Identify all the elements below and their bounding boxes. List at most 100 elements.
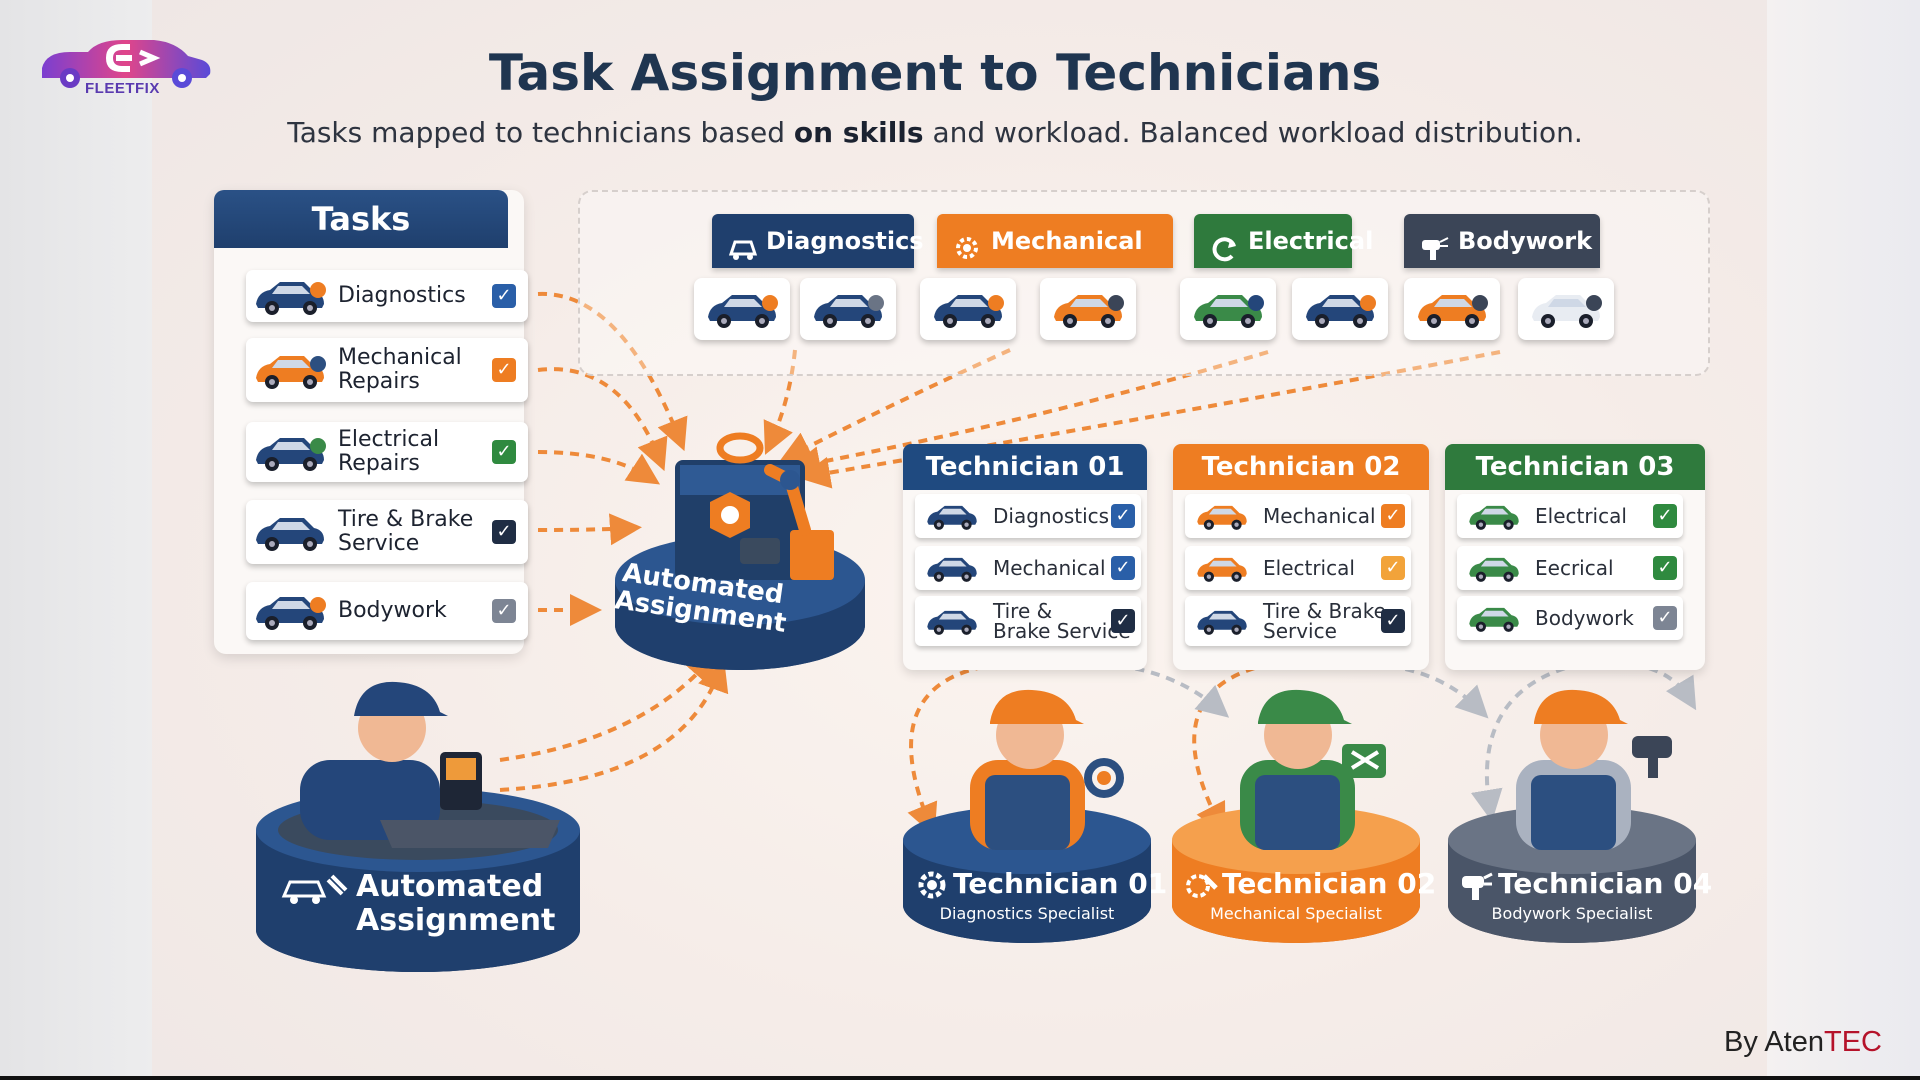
credit-prefix: By Aten <box>1724 1026 1824 1058</box>
car-icon <box>921 500 983 532</box>
checkbox-checked-icon: ✓ <box>492 284 516 308</box>
automated-podium-label: Automated Assignment <box>281 869 596 938</box>
skill-row: Mechanical✓ <box>1185 494 1411 538</box>
checkbox-checked-icon: ✓ <box>1381 504 1405 528</box>
car-icon <box>1191 500 1253 532</box>
fleetfix-logo <box>42 40 211 88</box>
subtitle-bold: on skills <box>793 116 924 149</box>
skill-label-line2: Service <box>1263 619 1337 643</box>
skill-label-line1: Eecrical <box>1535 556 1614 580</box>
gear-wrench-icon <box>1184 868 1218 902</box>
car-icon <box>1191 605 1253 637</box>
car-tile <box>1180 278 1276 340</box>
skill-row: Tire &Brake Service✓ <box>915 596 1141 646</box>
car-icon <box>1302 287 1378 331</box>
technician-header: Technician 01 <box>903 444 1147 490</box>
skill-label-line1: Electrical <box>1535 504 1627 528</box>
checkbox-checked-icon: ✓ <box>1653 606 1677 630</box>
technician-header: Technician 02 <box>1173 444 1429 490</box>
skill-label: Diagnostics <box>993 506 1109 526</box>
car-icon <box>1414 287 1490 331</box>
category-header-diagnostics: Diagnostics <box>712 214 924 268</box>
task-label: Bodywork <box>338 599 447 623</box>
checkbox-checked-icon: ✓ <box>492 440 516 464</box>
skill-label: Mechanical <box>993 558 1106 578</box>
logo-text: FLEETFIX <box>85 80 160 97</box>
spray-gun-icon <box>1420 227 1450 260</box>
technician-podium-title: Technician 01 <box>953 867 1168 900</box>
technician-podium-title: Technician 04 <box>1498 867 1713 900</box>
task-label-line2: Repairs <box>338 369 420 394</box>
checkbox-checked-icon: ✓ <box>492 358 516 382</box>
credit-text: By AtenTEC <box>1724 1026 1882 1059</box>
skill-label-line1: Mechanical <box>1263 504 1376 528</box>
checkbox-checked-icon: ✓ <box>1111 556 1135 580</box>
skill-label: Electrical <box>1263 558 1355 578</box>
automated-person <box>300 681 560 848</box>
task-row: Bodywork✓ <box>246 582 528 640</box>
tasks-header: Tasks <box>214 190 508 248</box>
car-icon <box>1463 552 1525 584</box>
checkbox-checked-icon: ✓ <box>1653 556 1677 580</box>
category-label: Diagnostics <box>766 227 924 255</box>
car-wrench-icon <box>281 874 348 904</box>
automated-podium-line2: Assignment <box>356 903 556 938</box>
skill-label-line1: Diagnostics <box>993 504 1110 528</box>
category-header-bodywork: Bodywork <box>1404 214 1600 268</box>
checkbox-checked-icon: ✓ <box>492 520 516 544</box>
category-label: Bodywork <box>1458 227 1593 255</box>
category-header-electrical: Electrical <box>1194 214 1373 268</box>
checkbox-checked-icon: ✓ <box>1111 609 1135 633</box>
car-bodywork-icon <box>252 589 328 633</box>
car-icon <box>1528 287 1604 331</box>
tech1-podium <box>903 689 1151 943</box>
tech2-podium <box>1172 689 1420 943</box>
automated-assignment-hub <box>615 432 865 670</box>
task-label-line1: Diagnostics <box>338 283 466 308</box>
skill-row: Electrical✓ <box>1457 494 1683 538</box>
category-label: Electrical <box>1248 227 1374 255</box>
car-electrical-icon <box>252 430 328 474</box>
task-label-line1: Electrical <box>338 427 440 452</box>
car-tile <box>1518 278 1614 340</box>
skill-row: Mechanical✓ <box>915 546 1141 590</box>
car-icon <box>704 287 780 331</box>
skill-label-line1: Mechanical <box>993 556 1106 580</box>
car-icon <box>1191 552 1253 584</box>
car-icon <box>921 552 983 584</box>
car-icon <box>1463 602 1525 634</box>
bottom-border <box>0 1076 1920 1080</box>
gear-icon <box>915 868 949 902</box>
car-icon <box>1050 287 1126 331</box>
car-tile <box>1404 278 1500 340</box>
car-tile <box>800 278 896 340</box>
task-label-line2: Repairs <box>338 451 420 476</box>
automated-podium-line1: Automated <box>356 869 544 904</box>
skill-label-line2: Brake Service <box>993 619 1131 643</box>
task-label-line1: Tire & Brake <box>338 507 474 532</box>
task-label: Diagnostics <box>338 284 466 308</box>
skill-row: Diagnostics✓ <box>915 494 1141 538</box>
skill-label-line1: Electrical <box>1263 556 1355 580</box>
skill-row: Bodywork✓ <box>1457 596 1683 640</box>
technician-podium-subtitle: Diagnostics Specialist <box>939 904 1115 923</box>
category-header-mechanical: Mechanical <box>937 214 1173 268</box>
car-tile <box>1040 278 1136 340</box>
page-title: Task Assignment to Technicians <box>488 44 1382 102</box>
skill-label-line1: Tire & <box>993 599 1053 623</box>
wrench-gear-icon <box>252 348 328 392</box>
car-icon <box>1463 500 1525 532</box>
car-tile <box>1292 278 1388 340</box>
tech4-podium <box>1448 689 1696 943</box>
task-label-line2: Service <box>338 531 420 556</box>
task-label-line1: Mechanical <box>338 345 462 370</box>
car-tile <box>694 278 790 340</box>
